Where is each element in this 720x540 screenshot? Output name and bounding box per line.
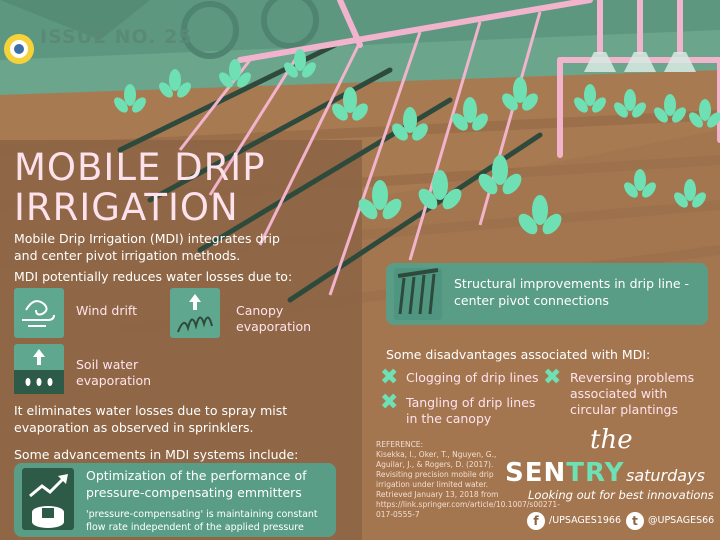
title-line-2: IRRIGATION <box>14 186 239 229</box>
advancement-title-emitters: Optimization of the performance of press… <box>86 468 307 500</box>
brand-saturdays: saturdays <box>626 466 705 485</box>
twitter-icon[interactable]: t <box>626 512 644 530</box>
canopy-evaporation-icon <box>170 288 220 338</box>
issue-number: ISSUE NO. 25 <box>40 26 193 48</box>
loss-label-soil: Soil water evaporation <box>76 357 152 388</box>
disadvantage-tangling: Tangling of drip lines in the canopy <box>406 395 536 426</box>
facebook-icon[interactable]: f <box>527 512 545 530</box>
intro-text: Mobile Drip Irrigation (MDI) integrates … <box>14 231 280 263</box>
x-mark-icon: ✖ <box>380 390 399 415</box>
reference-label: REFERENCE: <box>376 440 424 449</box>
advancement-note-emitters: 'pressure-compensating' is maintaining c… <box>86 509 318 533</box>
brand-try: TRY <box>566 458 625 488</box>
brand-sen: SEN <box>505 458 567 488</box>
x-mark-icon: ✖ <box>543 365 562 390</box>
x-mark-icon: ✖ <box>380 365 399 390</box>
reference: REFERENCE: Kisekka, I., Oker, T., Nguyen… <box>376 440 560 520</box>
page-title: MOBILE DRIP IRRIGATION <box>14 148 266 228</box>
losses-heading: MDI potentially reduces water losses due… <box>14 269 293 284</box>
brand-the: the <box>590 425 633 455</box>
disadvantage-reversing: Reversing problems associated with circu… <box>570 370 695 417</box>
disadvantage-clogging: Clogging of drip lines <box>406 370 539 385</box>
advancements-heading: Some advancements in MDI systems include… <box>14 447 299 462</box>
loss-label-wind: Wind drift <box>76 303 138 318</box>
emitter-performance-icon <box>22 468 74 530</box>
drip-lines-icon <box>394 268 442 320</box>
brand-logo: SENTRY <box>505 458 624 488</box>
eliminates-text: It eliminates water losses due to spray … <box>14 403 288 435</box>
loss-label-canopy: Canopy evaporation <box>236 303 312 334</box>
sun-logo-icon <box>4 34 34 64</box>
brand-tagline: Looking out for best innovations <box>528 488 714 502</box>
twitter-handle[interactable]: @UPSAGES66 <box>648 515 715 526</box>
advancement-title-structural: Structural improvements in drip line - c… <box>454 276 690 308</box>
reference-text: Kisekka, I., Oker, T., Nguyen, G., Aguil… <box>376 450 560 519</box>
disadvantages-heading: Some disadvantages associated with MDI: <box>386 347 651 362</box>
facebook-handle[interactable]: /UPSAGES1966 <box>549 515 621 526</box>
soil-evaporation-icon <box>14 344 64 394</box>
wind-icon <box>14 288 64 338</box>
title-line-1: MOBILE DRIP <box>14 146 266 189</box>
